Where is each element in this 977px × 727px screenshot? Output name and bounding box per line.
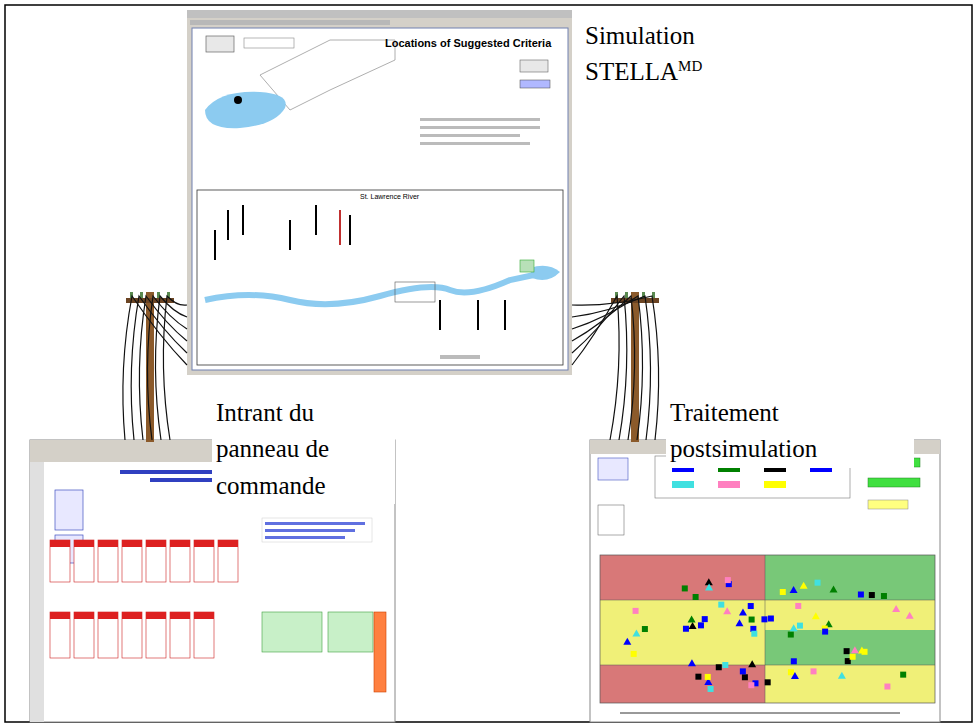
caption-text: Traitement postsimulation [670, 399, 817, 462]
screen-label: Locations of Suggested Criteria [385, 37, 551, 49]
screenshot-caption: Simulation STELLAMD [581, 18, 706, 91]
postprocessing-screenshot: Traitement postsimulation [590, 440, 940, 722]
screen-label: St. Lawrence River [360, 193, 419, 200]
scatter-points [623, 577, 913, 692]
control-panel-boxes [50, 540, 386, 692]
simulation-screenshot: Simulation STELLAMD [187, 10, 572, 375]
caption-text: Simulation STELLA [585, 22, 695, 85]
trademark-mark: MD [678, 58, 702, 74]
screenshot-caption: Intrant du panneau de commande [212, 395, 395, 504]
wire-bundle [123, 296, 187, 440]
wire-bundle [572, 296, 659, 440]
postprocessing-screenshot [590, 440, 940, 722]
stella-screenshot [187, 10, 572, 375]
control-panel-screenshot: Intrant du panneau de commande [30, 440, 395, 722]
screenshot-caption: Traitement postsimulation [666, 395, 914, 468]
caption-text: Intrant du panneau de commande [216, 399, 329, 499]
outer-frame [5, 5, 972, 722]
